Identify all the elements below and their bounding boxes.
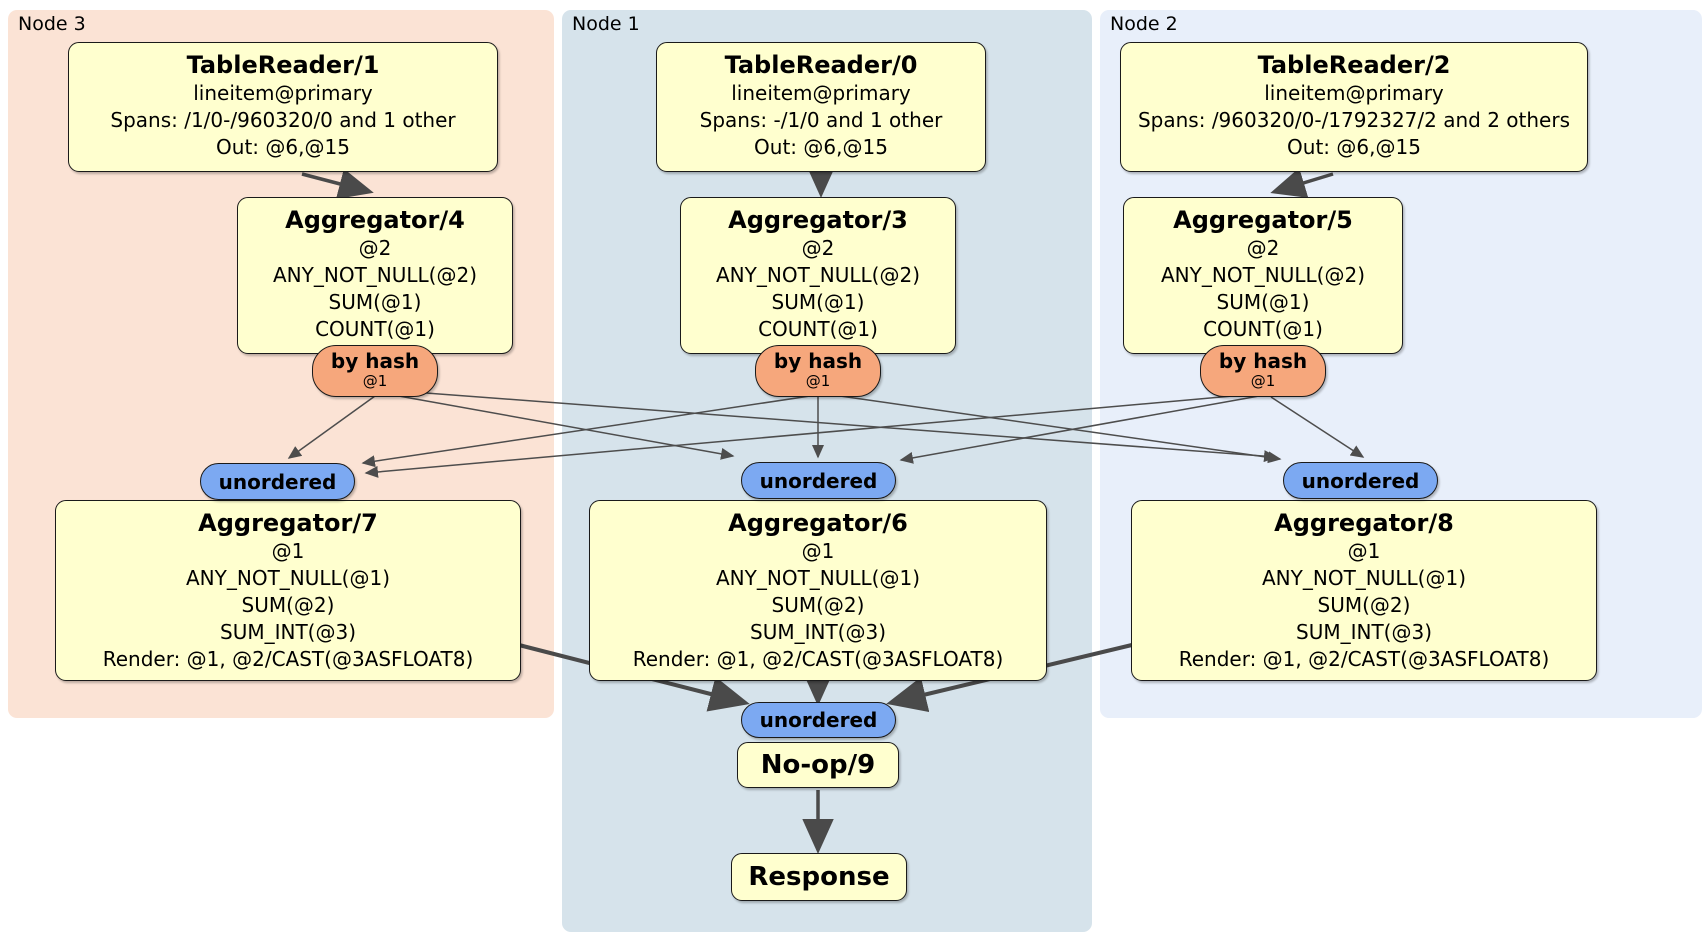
processor-line: @1 <box>271 539 305 563</box>
processor-line: @2 <box>801 236 835 260</box>
processor-aggregator-8: Aggregator/8 @1 ANY_NOT_NULL(@1) SUM(@2)… <box>1131 500 1597 681</box>
processor-line: COUNT(@1) <box>315 317 435 341</box>
processor-aggregator-6: Aggregator/6 @1 ANY_NOT_NULL(@1) SUM(@2)… <box>589 500 1047 681</box>
processor-line: Spans: /960320/0-/1792327/2 and 2 others <box>1137 108 1570 132</box>
router-by-hash-3: by hash @1 <box>755 345 881 397</box>
processor-title: No-op/9 <box>760 750 876 780</box>
router-detail: @1 <box>362 372 388 390</box>
processor-line: @1 <box>801 539 835 563</box>
processor-line: @1 <box>1347 539 1381 563</box>
processor-line: SUM(@2) <box>241 593 335 617</box>
processor-no-op-9: No-op/9 <box>737 742 899 788</box>
processor-line: Out: @6,@15 <box>216 135 350 159</box>
processor-aggregator-3: Aggregator/3 @2 ANY_NOT_NULL(@2) SUM(@1)… <box>680 197 956 354</box>
router-label: by hash <box>773 349 863 373</box>
processor-line: @2 <box>1246 236 1280 260</box>
processor-line: ANY_NOT_NULL(@1) <box>186 566 390 590</box>
processor-line: lineitem@primary <box>731 81 911 105</box>
processor-line: ANY_NOT_NULL(@2) <box>1161 263 1365 287</box>
processor-tablereader-1: TableReader/1 lineitem@primary Spans: /1… <box>68 42 498 172</box>
panel-label-node-1: Node 1 <box>572 13 640 35</box>
router-detail: @1 <box>1250 372 1276 390</box>
processor-line: ANY_NOT_NULL(@2) <box>716 263 920 287</box>
router-by-hash-5: by hash @1 <box>1200 345 1326 397</box>
processor-title: Response <box>748 862 890 892</box>
processor-title: TableReader/0 <box>724 51 918 79</box>
processor-line: SUM_INT(@3) <box>750 620 886 644</box>
processor-title: Aggregator/5 <box>1173 206 1353 234</box>
panel-label-node-2: Node 2 <box>1110 13 1178 35</box>
processor-line: Render: @1, @2/CAST(@3ASFLOAT8) <box>1178 647 1550 671</box>
router-label: by hash <box>330 349 420 373</box>
processor-line: lineitem@primary <box>193 81 373 105</box>
processor-line: SUM(@2) <box>771 593 865 617</box>
processor-line: SUM_INT(@3) <box>220 620 356 644</box>
stream-unordered-8: unordered <box>1283 462 1438 499</box>
processor-line: Spans: /1/0-/960320/0 and 1 other <box>110 108 456 132</box>
processor-line: ANY_NOT_NULL(@2) <box>273 263 477 287</box>
processor-line: Spans: -/1/0 and 1 other <box>699 108 943 132</box>
processor-line: COUNT(@1) <box>758 317 878 341</box>
processor-tablereader-2: TableReader/2 lineitem@primary Spans: /9… <box>1120 42 1588 172</box>
router-by-hash-4: by hash @1 <box>312 345 438 397</box>
processor-response: Response <box>731 853 907 901</box>
processor-title: TableReader/2 <box>1257 51 1451 79</box>
panel-label-node-3: Node 3 <box>18 13 86 35</box>
processor-tablereader-0: TableReader/0 lineitem@primary Spans: -/… <box>656 42 986 172</box>
processor-title: Aggregator/7 <box>198 509 378 537</box>
processor-line: SUM_INT(@3) <box>1296 620 1432 644</box>
processor-title: Aggregator/6 <box>728 509 908 537</box>
processor-line: ANY_NOT_NULL(@1) <box>716 566 920 590</box>
processor-line: SUM(@1) <box>328 290 422 314</box>
stream-unordered-6: unordered <box>741 462 896 499</box>
processor-aggregator-7: Aggregator/7 @1 ANY_NOT_NULL(@1) SUM(@2)… <box>55 500 521 681</box>
router-label: by hash <box>1218 349 1308 373</box>
processor-line: SUM(@1) <box>771 290 865 314</box>
processor-line: COUNT(@1) <box>1203 317 1323 341</box>
processor-title: TableReader/1 <box>186 51 380 79</box>
processor-line: SUM(@2) <box>1317 593 1411 617</box>
processor-line: @2 <box>358 236 392 260</box>
processor-line: Render: @1, @2/CAST(@3ASFLOAT8) <box>102 647 474 671</box>
processor-title: Aggregator/4 <box>285 206 465 234</box>
processor-aggregator-5: Aggregator/5 @2 ANY_NOT_NULL(@2) SUM(@1)… <box>1123 197 1403 354</box>
processor-line: Out: @6,@15 <box>754 135 888 159</box>
processor-title: Aggregator/8 <box>1274 509 1454 537</box>
router-detail: @1 <box>805 372 831 390</box>
stream-unordered-7: unordered <box>200 463 355 500</box>
processor-title: Aggregator/3 <box>728 206 908 234</box>
processor-line: Out: @6,@15 <box>1287 135 1421 159</box>
processor-aggregator-4: Aggregator/4 @2 ANY_NOT_NULL(@2) SUM(@1)… <box>237 197 513 354</box>
processor-line: lineitem@primary <box>1264 81 1444 105</box>
processor-line: ANY_NOT_NULL(@1) <box>1262 566 1466 590</box>
processor-line: Render: @1, @2/CAST(@3ASFLOAT8) <box>632 647 1004 671</box>
stream-unordered-final: unordered <box>741 702 896 738</box>
processor-line: SUM(@1) <box>1216 290 1310 314</box>
